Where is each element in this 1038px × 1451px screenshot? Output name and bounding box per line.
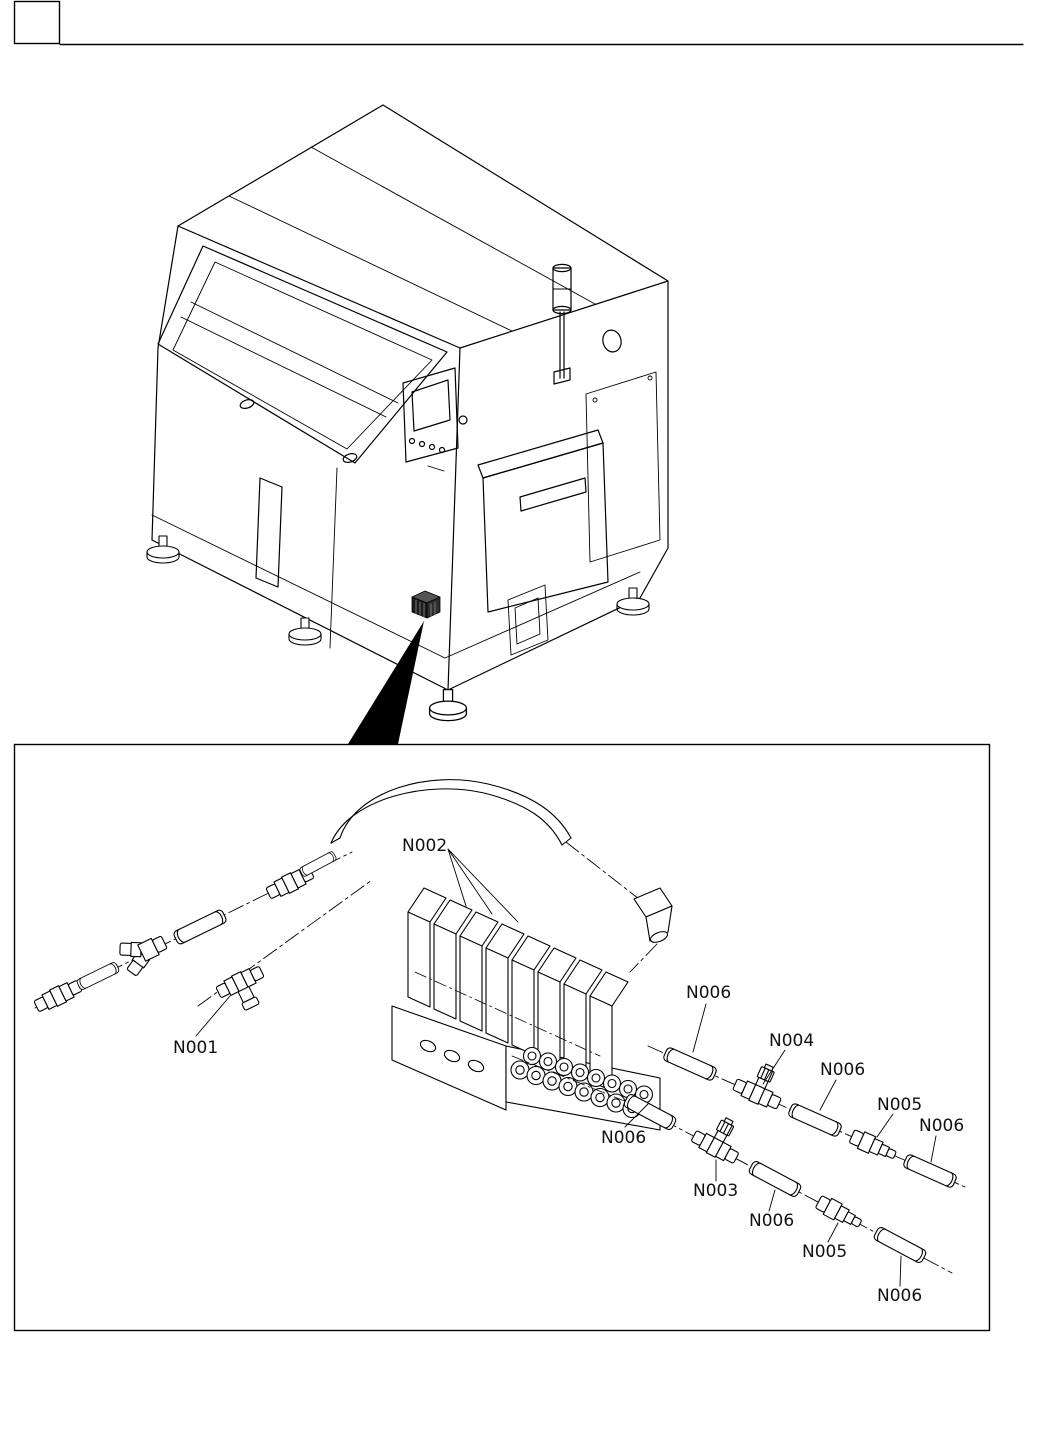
leveling-foot bbox=[616, 587, 650, 616]
leveling-foot bbox=[288, 617, 322, 646]
reducer-n005-2 bbox=[813, 1193, 865, 1233]
front-vent-slot bbox=[255, 477, 283, 588]
tube-n006-1 bbox=[661, 1046, 719, 1082]
leader-n006-6 bbox=[899, 1255, 902, 1287]
machine-body bbox=[151, 225, 669, 691]
signal-tower bbox=[552, 263, 572, 385]
page-corner-box bbox=[13, 0, 61, 45]
callout-labels: N002 N001 N006 N004 N006 N005 N006 N006 … bbox=[173, 836, 964, 1306]
panel-button bbox=[438, 446, 446, 454]
right-door-seam bbox=[585, 371, 661, 563]
machine-drawing bbox=[146, 104, 669, 722]
leader-n006-4 bbox=[624, 1103, 649, 1128]
detail-box bbox=[13, 743, 991, 1332]
panel-button bbox=[408, 437, 416, 445]
side-box-slot bbox=[519, 477, 587, 512]
leader-lines bbox=[195, 848, 937, 1287]
detail-pointer-arrow bbox=[348, 621, 424, 744]
panel-button bbox=[428, 443, 436, 451]
leader-n006-1 bbox=[692, 1003, 707, 1053]
panel-knob bbox=[458, 415, 468, 425]
callout-n006-2: N006 bbox=[820, 1060, 865, 1080]
tube-segment bbox=[298, 850, 338, 878]
leader-n006-3 bbox=[930, 1135, 937, 1163]
valve-bank bbox=[407, 887, 629, 1092]
speed-controller-n004 bbox=[731, 1056, 791, 1112]
machine-roof bbox=[177, 104, 669, 349]
tube-n006-3 bbox=[901, 1153, 959, 1189]
leveling-foot bbox=[428, 688, 468, 722]
control-panel-screen bbox=[411, 379, 451, 432]
callout-n003: N003 bbox=[693, 1181, 738, 1201]
wye-fitting bbox=[113, 924, 174, 981]
tube-n006-5 bbox=[747, 1159, 803, 1199]
leader-n001 bbox=[195, 995, 231, 1037]
control-panel bbox=[402, 367, 468, 472]
elbow-fitting bbox=[633, 887, 673, 943]
base-hole bbox=[467, 1059, 485, 1073]
air-connector-block bbox=[411, 590, 441, 619]
leader-n004 bbox=[762, 1049, 786, 1085]
callout-n006-4: N006 bbox=[601, 1128, 646, 1148]
leader-n006-2 bbox=[819, 1079, 837, 1111]
detail-drawing: N002 N001 N006 N004 N006 N005 N006 N006 … bbox=[31, 779, 966, 1306]
speed-controller-n003 bbox=[690, 1108, 751, 1166]
reducer-n005-1 bbox=[847, 1127, 900, 1164]
window-handle-left bbox=[239, 399, 255, 409]
centerline-elbow-manifold bbox=[629, 943, 658, 973]
window-handle-right bbox=[342, 453, 358, 463]
side-operator-box bbox=[477, 429, 609, 613]
callout-n002: N002 bbox=[402, 836, 447, 856]
supply-tube-curve bbox=[330, 779, 572, 846]
tube-n006-2 bbox=[786, 1102, 844, 1138]
base-hole bbox=[419, 1039, 437, 1053]
callout-n001: N001 bbox=[173, 1038, 218, 1058]
callout-n006-5: N006 bbox=[749, 1211, 794, 1231]
panel-button bbox=[418, 440, 426, 448]
side-port-hole bbox=[602, 329, 622, 353]
callout-n006-6: N006 bbox=[877, 1286, 922, 1306]
lower-access-door bbox=[507, 584, 549, 656]
leader-n006-5 bbox=[768, 1189, 776, 1212]
union-fitting bbox=[31, 976, 85, 1016]
leader-n002 bbox=[447, 848, 519, 923]
leader-n005-1 bbox=[876, 1113, 894, 1138]
callout-n006-3: N006 bbox=[919, 1116, 964, 1136]
machine-front-window bbox=[157, 245, 448, 464]
port-row-inner bbox=[522, 1046, 654, 1104]
callout-n006-1: N006 bbox=[686, 983, 731, 1003]
leader-n005-2 bbox=[827, 1222, 839, 1243]
base-hole bbox=[443, 1049, 461, 1063]
page-header bbox=[13, 0, 1024, 46]
tee-fitting-n001 bbox=[214, 963, 273, 1017]
tube-n006-6 bbox=[872, 1225, 928, 1265]
callout-n005-1: N005 bbox=[877, 1095, 922, 1115]
callout-n004: N004 bbox=[769, 1031, 814, 1051]
callout-n005-2: N005 bbox=[802, 1242, 847, 1262]
centerline-to-elbow bbox=[565, 841, 649, 907]
tube-segment bbox=[172, 908, 228, 946]
tube-segment bbox=[75, 961, 121, 991]
